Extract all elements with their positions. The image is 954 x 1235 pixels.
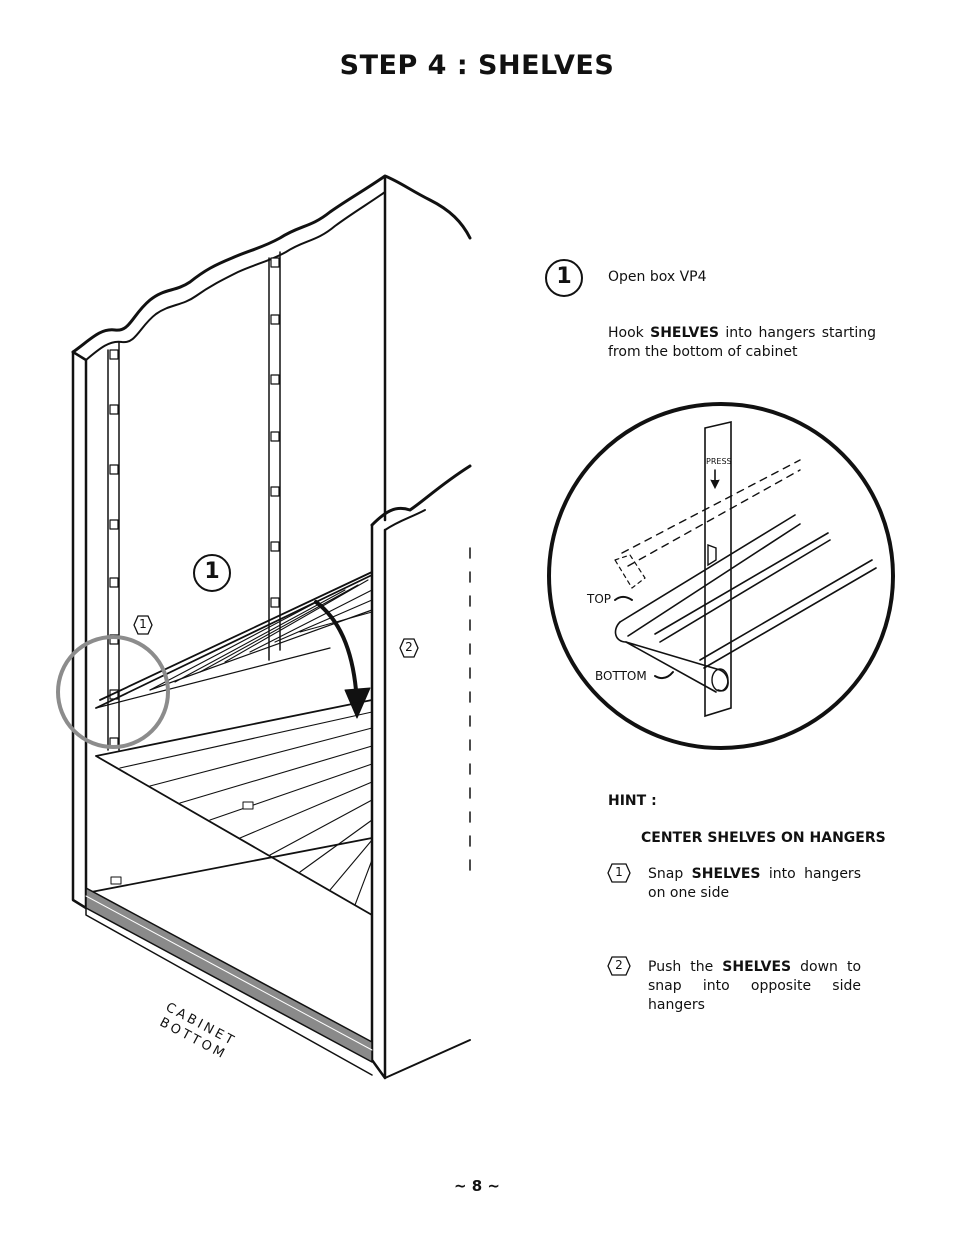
hanger-rail-right	[268, 251, 281, 661]
left-panel	[71, 350, 88, 910]
detail-highlight-circle	[56, 635, 170, 749]
top-label: TOP	[587, 592, 612, 606]
tilted-shelf	[95, 571, 373, 709]
push-instruction: Push the SHELVES down to snap into oppos…	[648, 959, 862, 1013]
hint-marker-two: 2	[615, 958, 623, 972]
diagram-step-marker: 1	[204, 559, 220, 584]
page-number: ~ 8 ~	[453, 1177, 501, 1195]
hook-instruction: Hook SHELVES into hangers starting from …	[608, 325, 876, 360]
detail-zoom	[547, 402, 895, 750]
diagram-marker-two: 2	[405, 640, 413, 654]
diagram-marker-one: 1	[139, 617, 147, 631]
page-title: STEP 4 : SHELVES	[339, 50, 615, 81]
hint-marker-one: 1	[615, 865, 623, 879]
center-hint: CENTER SHELVES ON HANGERS	[641, 830, 886, 846]
open-box-text: Open box VP4	[608, 269, 707, 285]
press-label: PRESS	[706, 457, 732, 466]
back-panel-top	[71, 174, 472, 354]
snap-instruction: Snap SHELVES into hangers on one side	[648, 866, 861, 901]
hint-label: HINT :	[608, 793, 657, 809]
push-arrow	[314, 600, 358, 692]
flat-shelf	[95, 699, 373, 916]
bottom-label: BOTTOM	[595, 669, 647, 683]
step-number: 1	[556, 264, 572, 289]
hanger-rail-left	[107, 341, 120, 751]
